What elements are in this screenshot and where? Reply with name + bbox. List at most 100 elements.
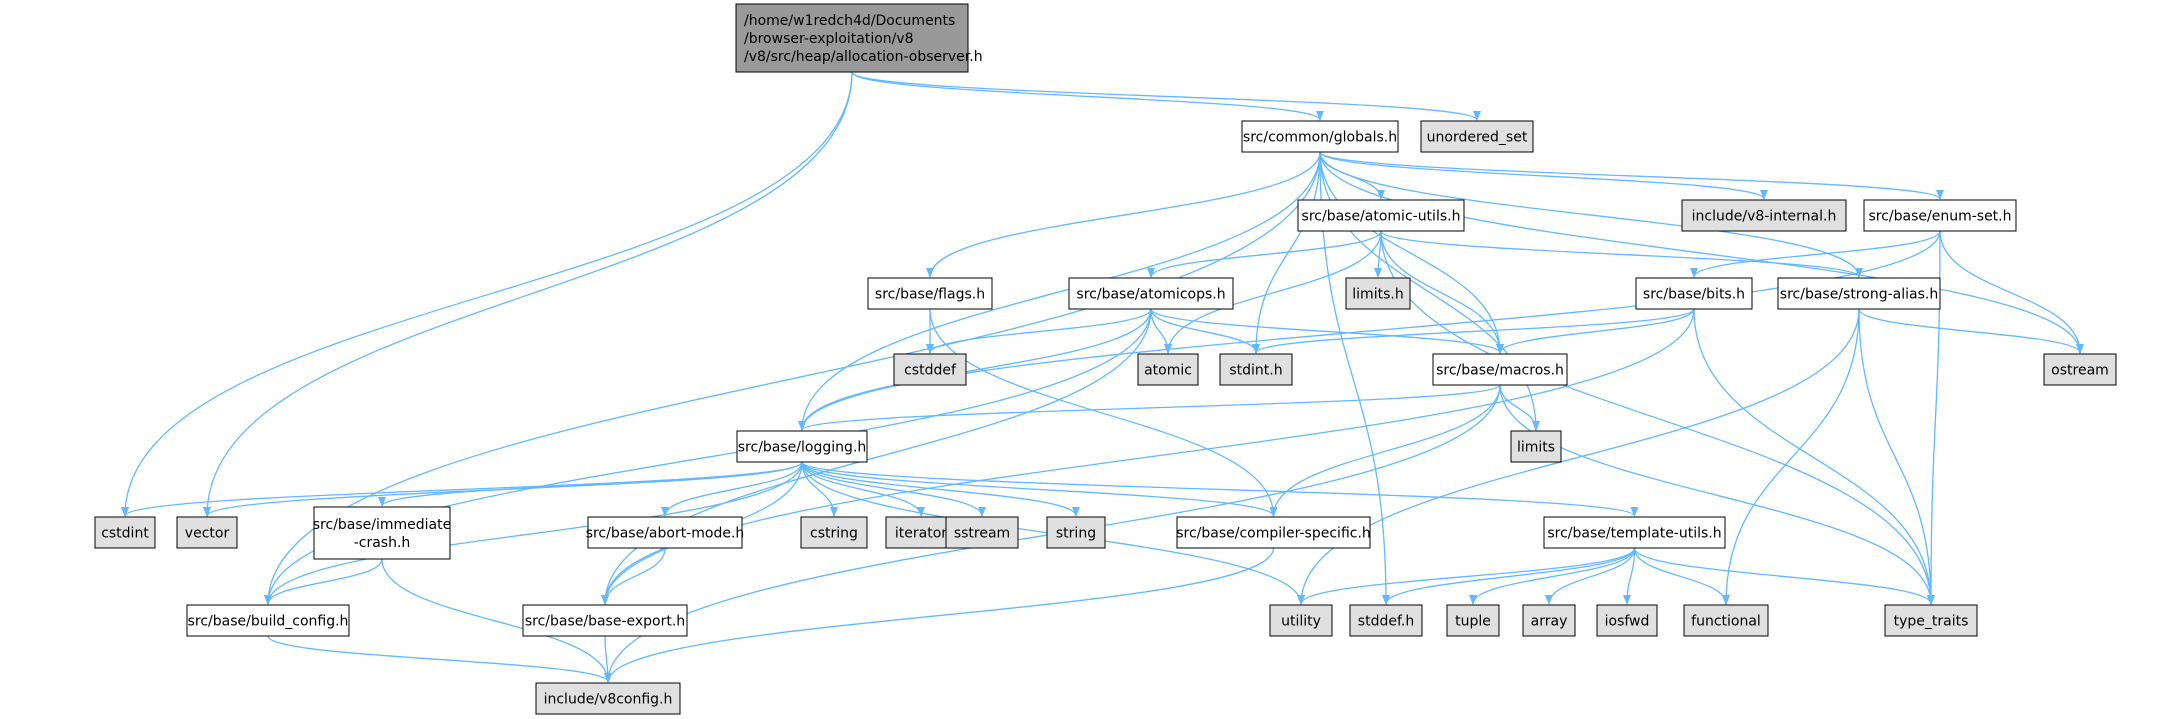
- node-strong-alias[interactable]: src/base/strong-alias.h: [1777, 277, 1941, 310]
- node-label: utility: [1281, 614, 1321, 630]
- node-label: limits: [1517, 440, 1555, 456]
- edge-macros-to-limits: [1499, 384, 1540, 431]
- edge-bits-to-stdint_h: [1252, 308, 1695, 354]
- node-label: -crash.h: [354, 535, 411, 551]
- node-v8config: include/v8config.h: [535, 682, 681, 715]
- node-box: [945, 516, 1019, 549]
- node-flags[interactable]: src/base/flags.h: [867, 277, 993, 310]
- node-root[interactable]: /home/w1redch4d/Documents/browser-exploi…: [735, 3, 983, 73]
- node-logging[interactable]: src/base/logging.h: [736, 430, 868, 463]
- node-box: [1596, 604, 1658, 637]
- edge-template_utils-to-stddef_h: [1382, 547, 1636, 605]
- edge-globals-to-enum_set: [1319, 151, 1944, 200]
- node-base-export[interactable]: src/base/base-export.h: [522, 604, 688, 637]
- edge-logging-to-compiler_specific: [801, 461, 1278, 517]
- node-label: sstream: [954, 526, 1010, 542]
- node-box: [735, 3, 969, 73]
- node-box: [1219, 353, 1293, 386]
- edge-base_export-to-v8config: [603, 635, 612, 683]
- edge-build_config-to-v8config: [267, 635, 612, 683]
- edge-bits-to-type_traits: [1693, 308, 1935, 605]
- node-atomicops[interactable]: src/base/atomicops.h: [1068, 277, 1234, 310]
- node-label: src/base/flags.h: [875, 287, 985, 303]
- edge-atomicops-to-build_config: [264, 308, 1152, 605]
- node-box: [1510, 430, 1562, 463]
- node-build-config[interactable]: src/base/build_config.h: [186, 604, 350, 637]
- edge-macros-to-type_traits: [1499, 384, 1935, 605]
- node-label: vector: [185, 526, 230, 542]
- node-label: limits.h: [1352, 287, 1403, 303]
- node-sstream: sstream: [945, 516, 1019, 549]
- edge-globals-to-v8_internal: [1319, 151, 1768, 200]
- edge-atomicops-to-base_export: [601, 308, 1152, 605]
- node-box: [1777, 277, 1941, 310]
- node-box: [1269, 604, 1333, 637]
- node-atomic-utils[interactable]: src/base/atomic-utils.h: [1297, 199, 1465, 232]
- node-box: [1349, 604, 1423, 637]
- node-limits-h: limits.h: [1345, 277, 1411, 310]
- edge-template_utils-to-type_traits: [1633, 547, 1935, 605]
- edge-strong_alias-to-type_traits: [1858, 308, 1935, 605]
- node-label: cstdint: [101, 526, 149, 542]
- node-enum-set[interactable]: src/base/enum-set.h: [1863, 199, 2017, 232]
- edge-logging-to-build_config: [264, 461, 803, 605]
- edge-template_utils-to-utility: [1297, 547, 1636, 605]
- node-box: [1681, 199, 1847, 232]
- node-type-traits: type_traits: [1884, 604, 1978, 637]
- node-label: src/common/globals.h: [1243, 130, 1397, 146]
- node-label: iterator: [895, 526, 947, 542]
- node-label: cstddef: [904, 363, 957, 379]
- node-label: atomic: [1144, 363, 1192, 379]
- node-box: [1137, 353, 1199, 386]
- edge-atomicops-to-atomic: [1150, 308, 1172, 354]
- edge-globals-to-ostream: [1319, 151, 2084, 354]
- node-immediate-crash[interactable]: src/base/immediate-crash.h: [313, 506, 451, 560]
- node-box: [587, 516, 743, 549]
- edge-logging-to-sstream: [801, 461, 986, 517]
- edge-atomicops-to-macros: [1150, 308, 1504, 354]
- node-box: [1432, 353, 1568, 386]
- node-box: [885, 516, 957, 549]
- node-label: src/base/build_config.h: [188, 614, 349, 630]
- node-label: string: [1056, 526, 1096, 542]
- node-ostream: ostream: [2043, 353, 2117, 386]
- edges: [121, 71, 2084, 683]
- node-label: src/base/abort-mode.h: [586, 526, 745, 542]
- node-bits[interactable]: src/base/bits.h: [1635, 277, 1753, 310]
- node-label: src/base/template-utils.h: [1547, 526, 1721, 542]
- node-vector: vector: [176, 516, 238, 549]
- edge-atomic_utils-to-strong_alias: [1380, 230, 1863, 278]
- edge-enum_set-to-bits: [1690, 230, 1941, 278]
- edge-logging-to-string: [801, 461, 1080, 517]
- node-label: array: [1531, 614, 1568, 630]
- node-abort-mode[interactable]: src/base/abort-mode.h: [586, 516, 745, 549]
- edge-root-to-vector: [203, 71, 853, 517]
- node-box: [867, 277, 993, 310]
- node-functional: functional: [1683, 604, 1769, 637]
- node-label: src/base/macros.h: [1436, 363, 1564, 379]
- node-box: [1420, 120, 1534, 153]
- node-label: src/base/enum-set.h: [1868, 209, 2011, 225]
- node-box: [893, 353, 967, 386]
- edge-abort_mode-to-base_export: [601, 547, 666, 605]
- node-box: [1446, 604, 1500, 637]
- node-globals[interactable]: src/common/globals.h: [1241, 120, 1399, 153]
- node-box: [313, 506, 451, 560]
- node-label: src/base/compiler-specific.h: [1176, 526, 1371, 542]
- node-box: [186, 604, 350, 637]
- node-array: array: [1522, 604, 1576, 637]
- node-label: src/base/logging.h: [738, 440, 866, 456]
- node-box: [1635, 277, 1753, 310]
- node-box: [94, 516, 156, 549]
- node-limits: limits: [1510, 430, 1562, 463]
- edge-immediate_crash-to-v8config: [381, 558, 612, 683]
- node-compiler-specific[interactable]: src/base/compiler-specific.h: [1176, 516, 1371, 549]
- node-iosfwd: iosfwd: [1596, 604, 1658, 637]
- node-label: cstring: [810, 526, 858, 542]
- node-box: [535, 682, 681, 715]
- node-iterator: iterator: [885, 516, 957, 549]
- node-macros[interactable]: src/base/macros.h: [1432, 353, 1568, 386]
- node-label: include/v8config.h: [544, 692, 673, 708]
- node-template-utils[interactable]: src/base/template-utils.h: [1543, 516, 1726, 549]
